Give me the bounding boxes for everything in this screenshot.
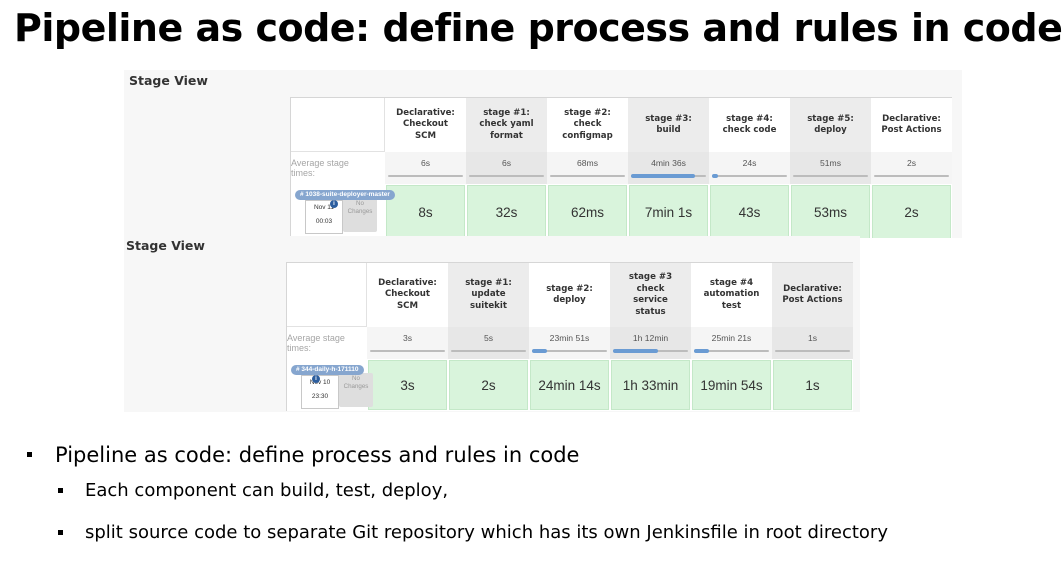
bullet-list: Pipeline as code: define process and rul…: [25, 440, 888, 558]
average-time-value: 2s: [906, 158, 917, 168]
average-time-bar: [793, 175, 868, 177]
stage-average-time: 25min 21s: [691, 327, 772, 359]
stage-run-cell[interactable]: 24min 14s: [530, 360, 609, 410]
stage-header: Declarative: Post Actions: [772, 263, 853, 327]
slide-title: Pipeline as code: define process and rul…: [14, 6, 1063, 50]
stage-run-cell[interactable]: 8s: [386, 185, 465, 238]
build-time: 23:30: [311, 393, 329, 400]
stage-run-cell[interactable]: 19min 54s: [692, 360, 771, 410]
average-time-value: 1s: [807, 333, 818, 343]
stage-header: stage #1: check yaml format: [466, 98, 547, 152]
no-changes-box: No Changes: [343, 198, 377, 232]
build-number-badge[interactable]: # 1038-suite-deployer-master: [295, 190, 395, 200]
stage-header: stage #3 check service status: [610, 263, 691, 327]
average-time-value: 4min 36s: [651, 158, 686, 168]
stage-run-cell[interactable]: 2s: [872, 185, 951, 238]
stage-header: stage #5: deploy: [790, 98, 871, 152]
average-time-value: 3s: [402, 333, 413, 343]
stage-average-time: 3s: [367, 327, 448, 359]
stage-run-cell[interactable]: 43s: [710, 185, 789, 238]
build-date: Nov 11: [313, 204, 335, 211]
stage-header: Declarative: Checkout SCM: [367, 263, 448, 327]
stage-run-cell[interactable]: 53ms: [791, 185, 870, 238]
stage-run-cell[interactable]: 3s: [368, 360, 447, 410]
stage-average-time: 51ms: [790, 152, 871, 184]
build-info: No Changes Nov 10 23:30 # 344-daily-h-17111…: [287, 359, 373, 411]
stage-header: Declarative: Checkout SCM: [385, 98, 466, 152]
stage-average-time: 5s: [448, 327, 529, 359]
stage-run-cell[interactable]: 32s: [467, 185, 546, 238]
stage-run-cell[interactable]: 7min 1s: [629, 185, 708, 238]
average-time-value: 23min 51s: [549, 333, 590, 343]
stage-average-time: 6s: [466, 152, 547, 184]
average-time-bar: [388, 175, 463, 177]
sub-bullet-item: Each component can build, test, deploy,: [55, 474, 888, 516]
stage-view-title: Stage View: [126, 238, 205, 253]
stage-header: stage #2: check configmap: [547, 98, 628, 152]
average-time-bar: [613, 349, 688, 353]
average-time-value: 51ms: [819, 158, 841, 168]
average-time-bar: [550, 175, 625, 177]
stage-run-cell[interactable]: 1h 33min: [611, 360, 690, 410]
average-time-bar: [370, 350, 445, 352]
average-time-value: 1h 12min: [632, 333, 669, 343]
stage-average-time: 24s: [709, 152, 790, 184]
stage-header: Declarative: Post Actions: [871, 98, 952, 152]
average-time-bar: [631, 174, 706, 178]
average-time-bar: [874, 175, 949, 177]
build-date-box[interactable]: Nov 10 23:30: [301, 375, 339, 409]
grid-corner: [291, 98, 385, 152]
info-icon[interactable]: i: [312, 375, 320, 383]
average-time-bar-fill: [712, 174, 718, 178]
stage-run-cell[interactable]: 1s: [773, 360, 852, 410]
stage-header: stage #1: update suitekit: [448, 263, 529, 327]
average-time-value: 68ms: [576, 158, 598, 168]
bullet-item: Pipeline as code: define process and rul…: [25, 440, 888, 474]
no-changes-box: No Changes: [339, 373, 373, 407]
average-time-value: 6s: [420, 158, 431, 168]
stage-header: stage #4: check code: [709, 98, 790, 152]
average-time-bar: [469, 175, 544, 177]
average-time-value: 24s: [742, 158, 757, 168]
stage-header: stage #4 automation test: [691, 263, 772, 327]
stage-header: stage #3: build: [628, 98, 709, 152]
average-time-bar-fill: [532, 349, 547, 353]
average-time-bar: [451, 350, 526, 352]
average-time-value: 25min 21s: [711, 333, 752, 343]
average-time-bar-fill: [631, 174, 695, 178]
build-number-badge[interactable]: # 344-daily-h-171110: [291, 365, 364, 375]
stage-average-time: 6s: [385, 152, 466, 184]
stage-average-time: 68ms: [547, 152, 628, 184]
stage-run-cell[interactable]: 2s: [449, 360, 528, 410]
average-time-bar: [775, 350, 850, 352]
average-time-bar: [532, 349, 607, 353]
average-stage-times-label: Average stage times:: [291, 152, 385, 184]
average-time-bar: [694, 349, 769, 353]
build-info: No Changes Nov 11 00:03 # 1038-suite-deploy…: [291, 184, 395, 238]
stage-view-title: Stage View: [129, 73, 208, 88]
stage-average-time: 23min 51s: [529, 327, 610, 359]
build-time: 00:03: [315, 218, 333, 225]
average-stage-times-label: Average stage times:: [287, 327, 367, 359]
stage-header: stage #2: deploy: [529, 263, 610, 327]
stage-run-cell[interactable]: 62ms: [548, 185, 627, 238]
average-time-bar-fill: [694, 349, 709, 353]
build-date: Nov 10: [309, 379, 331, 386]
stage-average-time: 4min 36s: [628, 152, 709, 184]
info-icon[interactable]: i: [330, 200, 338, 208]
stage-average-time: 1s: [772, 327, 853, 359]
average-time-value: 5s: [483, 333, 494, 343]
sub-bullet-item: split source code to separate Git reposi…: [55, 516, 888, 558]
average-time-bar: [712, 174, 787, 178]
average-time-value: 6s: [501, 158, 512, 168]
stage-average-time: 1h 12min: [610, 327, 691, 359]
average-time-bar-fill: [613, 349, 658, 353]
stage-average-time: 2s: [871, 152, 952, 184]
grid-corner: [287, 263, 367, 327]
